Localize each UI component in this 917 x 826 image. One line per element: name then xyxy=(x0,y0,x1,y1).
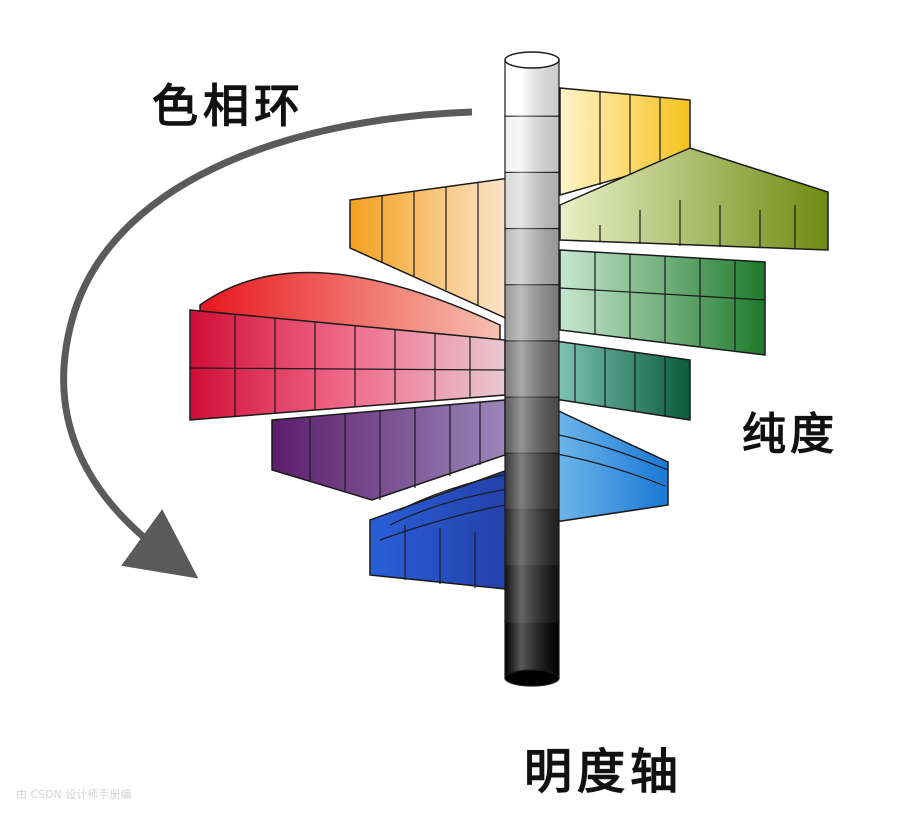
value-axis-label: 明度轴 xyxy=(524,744,684,800)
hue-direction-arrow xyxy=(60,108,473,579)
wedge-yellow xyxy=(559,87,691,196)
wedge-red xyxy=(189,309,506,421)
chroma-label: 纯度 xyxy=(742,409,838,460)
hue-ring-label: 色相环 xyxy=(152,79,305,133)
wedge-green xyxy=(559,249,766,356)
value-axis-cylinder xyxy=(504,51,560,687)
value-axis-shading xyxy=(505,60,559,678)
wedge-yellow-green xyxy=(559,147,829,251)
value-axis-top-cap xyxy=(504,51,560,69)
wedge-purple xyxy=(271,399,506,501)
watermark: 由 CSDN 设计师手册编 xyxy=(16,788,132,801)
wedge-blue-green xyxy=(547,339,691,421)
value-axis-bottom xyxy=(504,669,560,687)
